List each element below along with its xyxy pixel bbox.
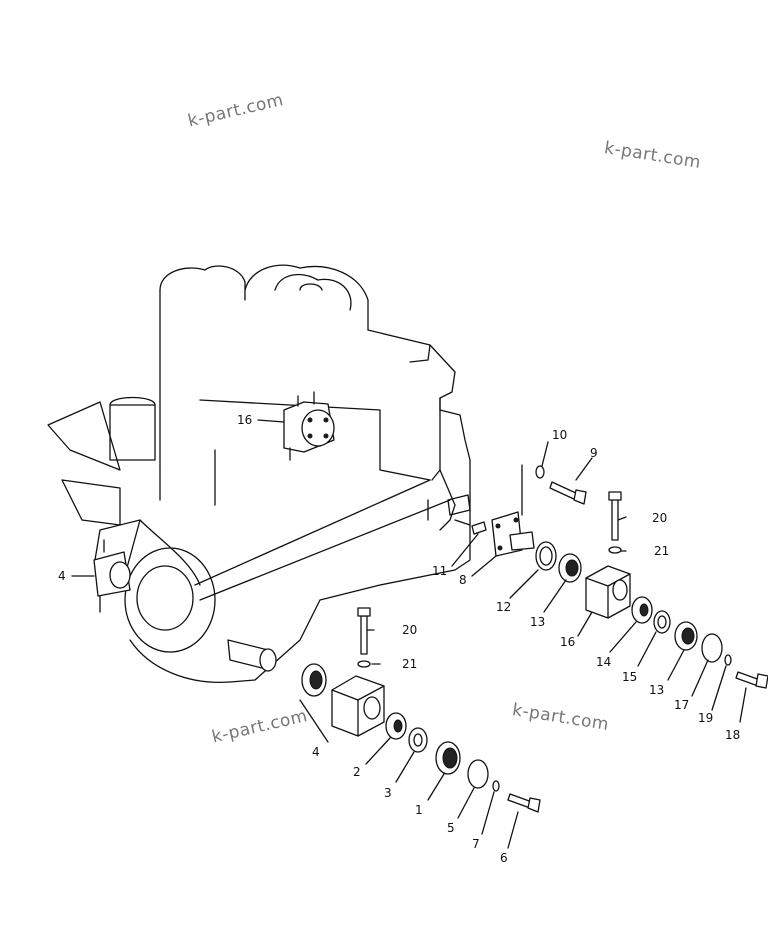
callout-8: 8 (459, 573, 467, 587)
engine-block (47, 264, 471, 684)
callout-4: 4 (58, 569, 66, 583)
engine-support-4-left (93, 539, 131, 613)
callout-10: 10 (552, 428, 567, 442)
callout-20: 20 (652, 511, 667, 525)
right-mount-parts (471, 464, 768, 689)
callout-11: 11 (432, 564, 447, 578)
callout-15: 15 (622, 670, 637, 684)
callout-1: 1 (415, 803, 423, 817)
callout-20: 20 (402, 623, 417, 637)
callout-7: 7 (472, 837, 480, 851)
callout-19: 19 (698, 711, 713, 725)
engine-support-16-top (283, 391, 335, 461)
callout-5: 5 (447, 821, 455, 835)
callout-21: 21 (402, 657, 417, 671)
callout-16: 16 (237, 413, 252, 427)
callout-18: 18 (725, 728, 740, 742)
callout-3: 3 (384, 786, 392, 800)
callout-2: 2 (353, 765, 361, 779)
callout-labels: 16 4 10 9 20 21 11 8 12 13 16 14 15 13 1… (58, 413, 740, 865)
callout-6: 6 (500, 851, 508, 865)
callout-21: 21 (654, 544, 669, 558)
callout-16: 16 (560, 635, 575, 649)
callout-4: 4 (312, 745, 320, 759)
callout-9: 9 (590, 446, 598, 460)
callout-12: 12 (496, 600, 511, 614)
callout-13: 13 (649, 683, 664, 697)
front-mount-parts (301, 607, 541, 813)
callout-17: 17 (674, 698, 689, 712)
leader-lines (71, 419, 747, 849)
callout-13: 13 (530, 615, 545, 629)
callout-14: 14 (596, 655, 611, 669)
